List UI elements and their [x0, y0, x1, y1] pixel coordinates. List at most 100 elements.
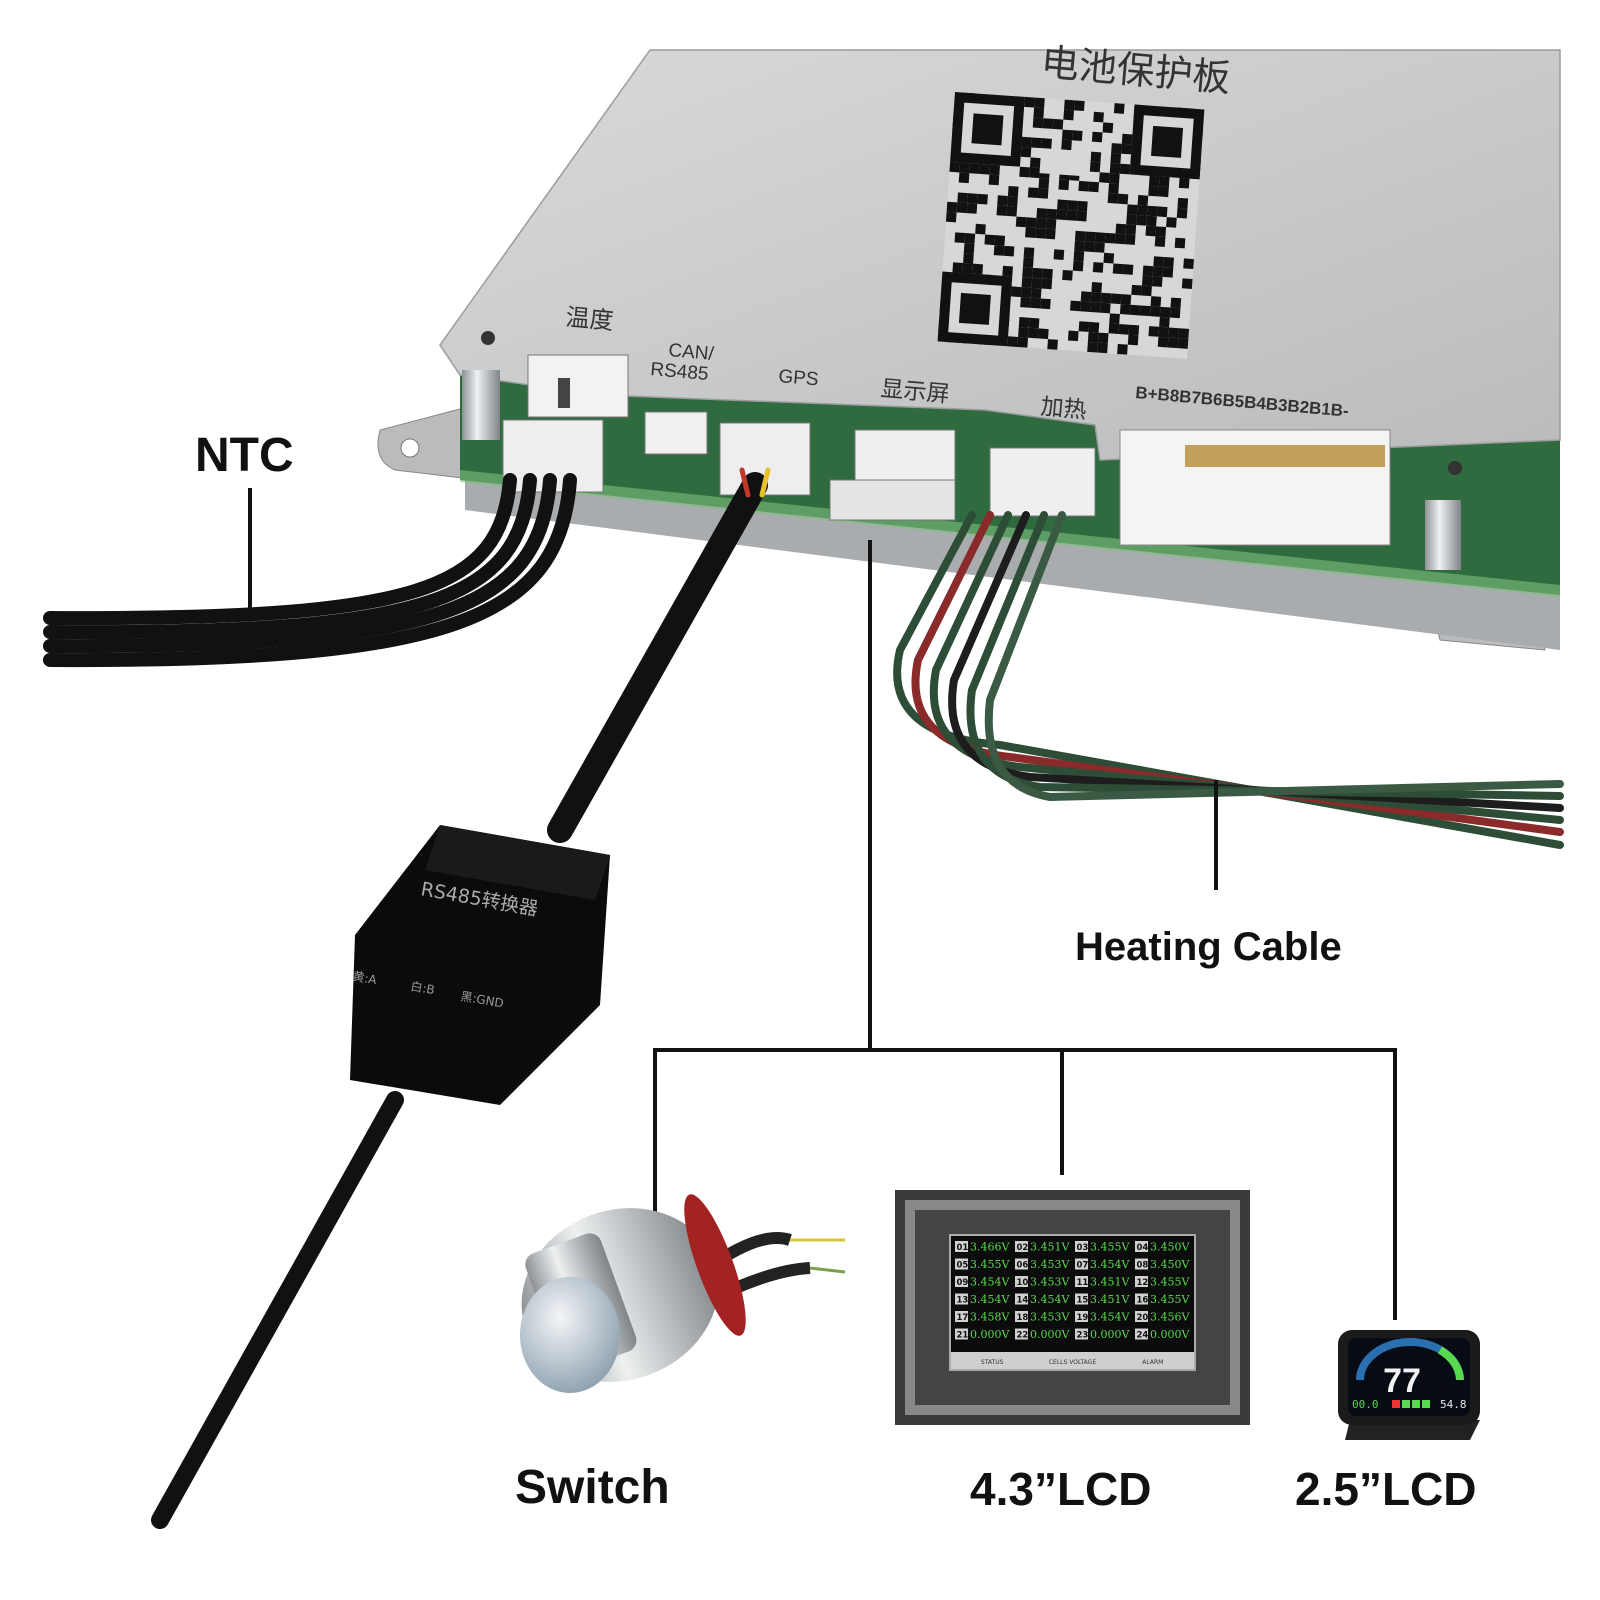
lcd43-cell-id: 09: [957, 1278, 969, 1288]
lcd43-cell-voltage: 3.453V: [1030, 1311, 1070, 1324]
rs485-converter: RS485转换器 黄:A 白:B 黑:GND: [350, 825, 610, 1105]
lcd43-cell-id: 05: [957, 1261, 969, 1271]
lcd43-tab: CELLS VOLTAGE: [1049, 1359, 1096, 1366]
lcd43-cell-id: 16: [1137, 1296, 1149, 1306]
lcd43-cell-id: 01: [957, 1243, 969, 1253]
lcd43-cell-id: 13: [957, 1296, 969, 1306]
lcd43-cell-id: 22: [1017, 1331, 1029, 1341]
flange-hole-icon: [400, 438, 420, 458]
screw-icon: [481, 331, 495, 345]
callout-lines: [248, 488, 1397, 1320]
lcd25-right-readout: 54.8: [1440, 1398, 1467, 1411]
lcd43-cell-id: 18: [1017, 1313, 1029, 1323]
lcd43-cell-voltage: 3.454V: [970, 1293, 1010, 1306]
lcd43-cell-id: 04: [1137, 1243, 1149, 1253]
lcd43-cell-id: 12: [1137, 1278, 1149, 1288]
temperature-connector: [527, 354, 629, 418]
lcd43-cell-id: 21: [957, 1331, 969, 1341]
lcd43-cell-voltage: 3.454V: [1090, 1258, 1130, 1271]
lcd43-cell-id: 20: [1137, 1313, 1149, 1323]
switch-callout-label: Switch: [515, 1461, 670, 1514]
lcd43-cell-voltage: 0.000V: [970, 1328, 1010, 1341]
switch-device: [520, 1194, 846, 1393]
lcd43-cell-voltage: 3.451V: [1090, 1293, 1130, 1306]
lcd43-cell-id: 24: [1137, 1331, 1149, 1341]
lcd43-cell-id: 06: [1017, 1261, 1029, 1271]
ntc-cable: [43, 473, 577, 668]
port-label-heating: 加热: [1039, 394, 1087, 424]
lcd43-cell-voltage: 0.000V: [1150, 1328, 1190, 1341]
lcd43-cell-voltage: 3.453V: [1030, 1258, 1070, 1271]
lcd43-tab-bar: STATUS CELLS VOLTAGE ALARM: [951, 1352, 1194, 1369]
lcd25-callout-label: 2.5”LCD: [1295, 1463, 1477, 1515]
lcd43-cell-voltage: 3.456V: [1150, 1311, 1190, 1324]
lcd43-callout-label: 4.3”LCD: [970, 1463, 1152, 1515]
converter-pin-a: 黄:A: [351, 969, 378, 987]
standoff: [1425, 500, 1461, 570]
converter-pin-b: 白:B: [409, 978, 436, 997]
lcd43-cell-voltage: 3.454V: [1030, 1293, 1070, 1306]
port-label-gps: GPS: [778, 366, 820, 390]
display-bracket-line: [653, 1048, 1397, 1320]
rs485-cable: [151, 467, 771, 1529]
heating-cable-wires: [893, 511, 1564, 849]
lcd43-cell-voltage: 3.450V: [1150, 1241, 1190, 1254]
port-label-can-line2: RS485: [650, 359, 710, 385]
lcd43-screen: [949, 1234, 1196, 1371]
heating-connector: [989, 447, 1096, 517]
lcd25-speed-value: 77: [1383, 1362, 1421, 1400]
lcd43-cell-voltage: 3.455V: [970, 1258, 1010, 1271]
lcd43-cell-id: 02: [1017, 1243, 1029, 1253]
port-label-display: 显示屏: [879, 376, 950, 408]
screw-icon: [1448, 461, 1462, 475]
lcd43-cell-id: 15: [1077, 1296, 1089, 1306]
lcd43-cell-voltage: 0.000V: [1090, 1328, 1130, 1341]
lcd43-cell-voltage: 3.450V: [1150, 1258, 1190, 1271]
lcd43-cell-voltage: 3.451V: [1030, 1241, 1070, 1254]
qr-code: [937, 92, 1205, 359]
lcd43-cell-voltage: 3.454V: [1090, 1311, 1130, 1324]
lcd43-cell-voltage: 3.453V: [1030, 1276, 1070, 1289]
lcd43-tab: ALARM: [1142, 1359, 1163, 1366]
lcd43-cell-voltage: 3.455V: [1150, 1276, 1190, 1289]
lcd25-screen: [1348, 1338, 1470, 1416]
display-plug: [829, 479, 956, 521]
ntc-callout-label: NTC: [195, 429, 294, 482]
lcd43-cell-voltage: 3.454V: [970, 1276, 1010, 1289]
heating-cable-callout-label: Heating Cable: [1075, 925, 1342, 969]
lcd25-device: 77 00.0 54.8: [1338, 1330, 1480, 1440]
lcd43-cell-voltage: 3.451V: [1090, 1276, 1130, 1289]
lcd43-cell-voltage: 3.455V: [1090, 1241, 1130, 1254]
lcd43-tab: STATUS: [981, 1359, 1004, 1366]
display-connector: [854, 429, 956, 481]
port-label-temperature: 温度: [564, 303, 614, 335]
lcd43-cell-id: 17: [957, 1313, 969, 1323]
lcd43-cell-id: 08: [1137, 1261, 1149, 1271]
lcd43-cell-voltage: 3.455V: [1150, 1293, 1190, 1306]
lcd43-cell-voltage: 0.000V: [1030, 1328, 1070, 1341]
standoff: [462, 370, 500, 440]
